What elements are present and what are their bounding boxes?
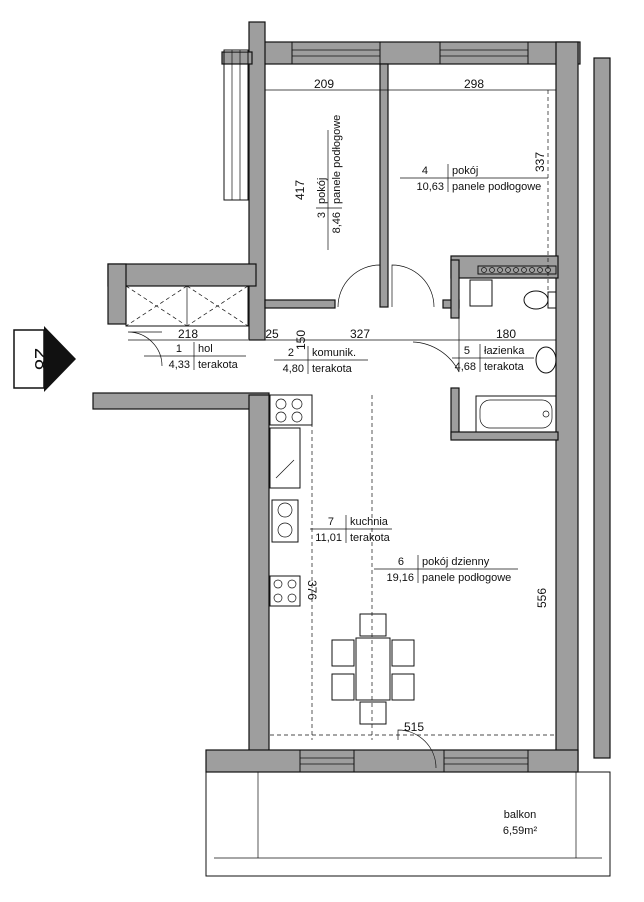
room-3-number: 3 (316, 212, 328, 218)
room-3-floor: panele podłogowe (331, 115, 343, 204)
dim-living-width: 515 (404, 720, 424, 734)
dim-room3-width: 209 (314, 77, 334, 91)
room-label-3: 3 pokój 8,46 panele podłogowe (316, 115, 343, 250)
room-label-6: 6 pokój dzienny 19,16 panele podłogowe (374, 555, 518, 584)
windows (223, 41, 529, 773)
room-5-number: 5 (464, 345, 470, 357)
room-7-area: 11,01 (315, 532, 342, 544)
dim-living-depth: 556 (535, 588, 549, 608)
dim-room4-width: 298 (464, 77, 484, 91)
room-1-floor: terakota (198, 359, 239, 371)
room-5-area: 4,68 (455, 361, 476, 373)
room-2-name: komunik. (312, 347, 356, 359)
balcony-outline (205, 771, 611, 877)
room-6-name: pokój dzienny (422, 556, 490, 568)
dim-bath-width: 180 (496, 327, 516, 341)
dim-wall-gap: 25 (265, 327, 279, 341)
room-3-area: 8,46 (331, 212, 343, 233)
entrance-arrow-icon (44, 326, 76, 392)
bathroom-equipment (469, 265, 557, 433)
unit-entrance-marker: 28 (13, 326, 76, 392)
room-5-name: łazienka (484, 345, 525, 357)
kitchen-equipment (269, 394, 313, 607)
walls (92, 21, 611, 773)
room-7-floor: terakota (350, 532, 391, 544)
room-4-area: 10,63 (416, 181, 444, 193)
room-2-floor: terakota (312, 363, 353, 375)
room-1-number: 1 (176, 343, 182, 355)
room-7-name: kuchnia (350, 516, 389, 528)
room-label-1: 1 hol 4,33 terakota (144, 342, 246, 371)
room-label-2: 2 komunik. 4,80 terakota (274, 346, 368, 375)
dimension-lines (128, 89, 556, 740)
room-4-floor: panele podłogowe (452, 181, 541, 193)
room-6-number: 6 (398, 556, 404, 568)
dining-set (331, 613, 415, 725)
room-2-number: 2 (288, 347, 294, 359)
dim-hol-width: 218 (178, 327, 198, 341)
dim-corridor-width: 327 (350, 327, 370, 341)
room-4-number: 4 (422, 165, 428, 177)
dim-room3-depth: 417 (293, 180, 307, 200)
room-label-4: 4 pokój 10,63 panele podłogowe (400, 164, 548, 193)
dim-kitchen-depth: 376 (305, 580, 319, 600)
hall-wardrobe (125, 285, 249, 327)
room-4-name: pokój (452, 165, 478, 177)
room-6-floor: panele podłogowe (422, 572, 511, 584)
room-5-floor: terakota (484, 361, 525, 373)
room-7-number: 7 (328, 516, 334, 528)
dim-corridor-depth: 150 (294, 330, 308, 350)
room-2-area: 4,80 (283, 363, 304, 375)
room-3-name: pokój (316, 178, 328, 204)
room-6-area: 19,16 (386, 572, 414, 584)
room-label-7: 7 kuchnia 11,01 terakota (310, 515, 392, 544)
room-1-area: 4,33 (169, 359, 190, 371)
room-1-name: hol (198, 343, 213, 355)
unit-number-box (13, 329, 45, 389)
unit-number: 28 (30, 348, 52, 370)
balcony-label: balkon (504, 809, 536, 821)
dim-room4-depth: 337 (533, 152, 547, 172)
balcony-area: 6,59m² (503, 825, 538, 837)
room-label-5: 5 łazienka 4,68 terakota (452, 344, 534, 373)
